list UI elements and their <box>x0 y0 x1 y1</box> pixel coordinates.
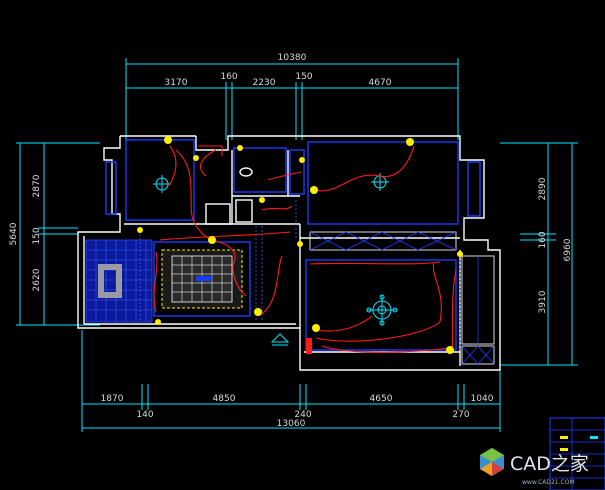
dim-right-seg-1: 2890 <box>538 177 548 200</box>
dim-top-seg-1: 3170 <box>165 78 188 88</box>
dim-top-seg-2: 160 <box>220 72 237 82</box>
dim-top-seg-4: 150 <box>295 72 312 82</box>
dim-right-seg-2: 160 <box>538 231 548 248</box>
dim-bottom-seg-2: 4850 <box>213 394 236 404</box>
marker-7 <box>208 236 216 244</box>
marker-5 <box>299 157 305 163</box>
marker-4 <box>237 145 243 151</box>
electrical-wiring <box>153 145 457 354</box>
marker-13 <box>446 346 454 354</box>
dim-bottom-seg-6: 240 <box>294 410 311 420</box>
right-dimension-group: 6960 2890 160 3910 <box>500 142 578 366</box>
left-dimension-group: 5640 2870 150 2620 <box>9 142 100 326</box>
dim-left-seg-3: 2620 <box>32 268 42 291</box>
marker-14 <box>457 251 463 257</box>
wardrobe-cabinets <box>309 231 495 365</box>
dim-bottom-seg-5: 140 <box>136 410 153 420</box>
marker-10 <box>254 308 262 316</box>
bottom-dimension-group: 1870 4850 4650 1040 140 240 270 13060 <box>81 330 501 432</box>
watermark-brand: CAD之家 <box>510 453 589 475</box>
marker-9 <box>137 227 143 233</box>
dim-left-seg-2: 150 <box>32 227 42 244</box>
kitchen-tiled-floor <box>85 239 153 323</box>
dim-top-total: 10380 <box>278 53 307 63</box>
cad-logo-icon <box>480 448 504 476</box>
dining-table <box>161 249 243 309</box>
bathroom-fixture-icon <box>239 167 253 177</box>
dim-left-seg-1: 2870 <box>32 174 42 197</box>
dim-left-total: 5640 <box>9 222 19 245</box>
hidden-lines <box>139 200 461 350</box>
watermark-logo: CAD之家 www.CAD21.COM <box>480 448 589 486</box>
marker-6 <box>310 186 318 194</box>
dim-right-seg-3: 3910 <box>538 290 548 313</box>
watermark-url: www.CAD21.COM <box>522 479 575 486</box>
bedroom-left-light-icon <box>153 175 171 193</box>
marker-8 <box>259 197 265 203</box>
marker-1 <box>164 136 172 144</box>
dim-bottom-seg-4: 1040 <box>471 394 494 404</box>
top-dimension-group: 10380 3170 160 2230 150 4670 <box>125 53 459 140</box>
dim-right-total: 6960 <box>563 238 573 261</box>
marker-2 <box>406 138 414 146</box>
entry-arrow-icon <box>270 333 290 346</box>
fixture-markers <box>137 136 463 354</box>
dim-bottom-total: 13060 <box>277 419 306 429</box>
living-room-chandelier-icon <box>366 294 398 326</box>
marker-12 <box>312 324 320 332</box>
legend-table <box>549 417 605 490</box>
marker-3 <box>193 155 199 161</box>
dim-bottom-seg-7: 270 <box>452 410 469 420</box>
marker-11 <box>155 319 161 325</box>
dim-top-seg-3: 2230 <box>253 78 276 88</box>
dim-bottom-seg-1: 1870 <box>101 394 124 404</box>
dim-bottom-seg-3: 4650 <box>370 394 393 404</box>
marker-15 <box>297 241 303 247</box>
room-outlines <box>105 139 481 351</box>
dim-top-seg-5: 4670 <box>369 78 392 88</box>
